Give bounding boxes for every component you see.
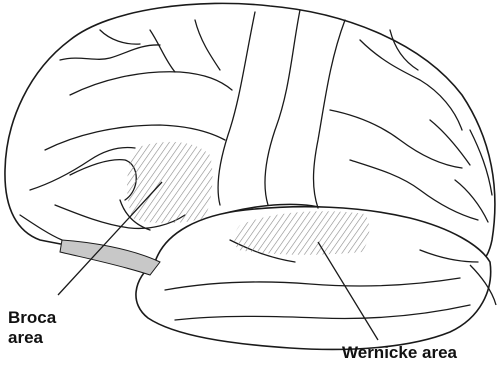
broca-area-region [127,142,212,223]
orbital-region [60,240,160,275]
wernicke-area-label: Wernicke area [342,343,457,363]
broca-label-line2: area [8,328,56,348]
broca-label-line1: Broca [8,308,56,328]
broca-area-label: Broca area [8,308,56,348]
